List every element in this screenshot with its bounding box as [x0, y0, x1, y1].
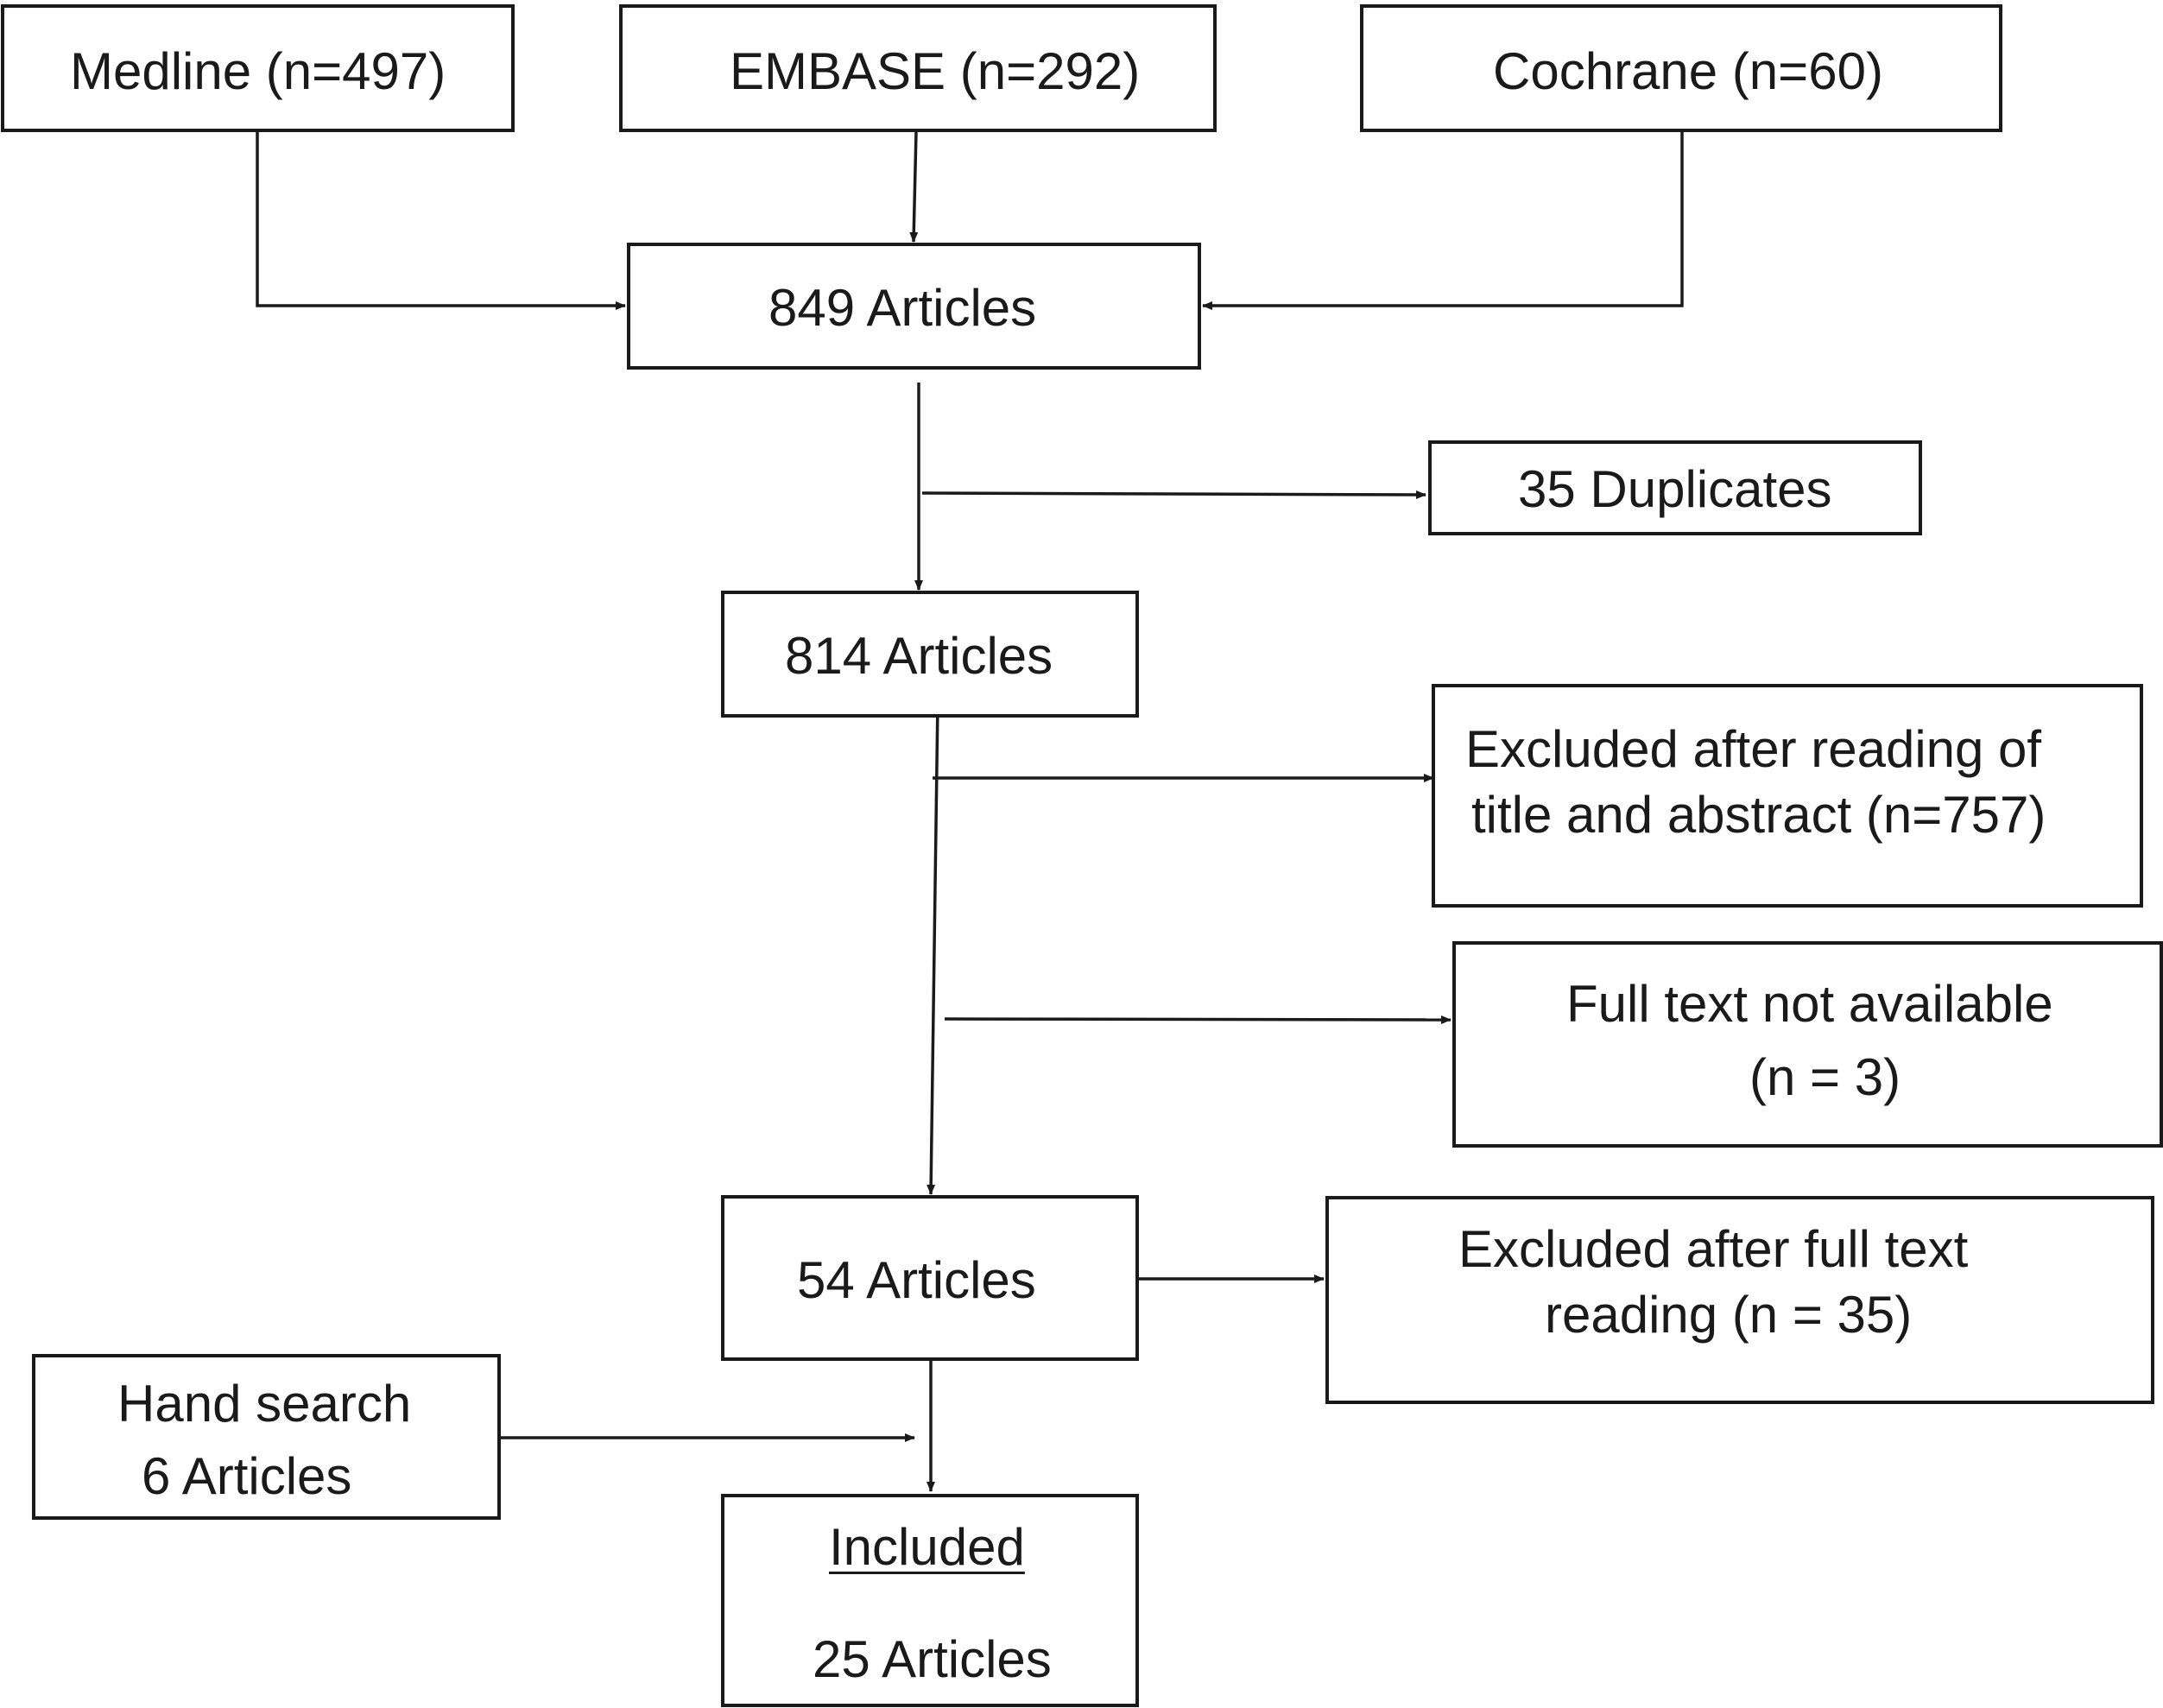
arrow-after-duplicates-to-full-text: [927, 701, 939, 1195]
arrow-to-full-text-not-available: [944, 1015, 1451, 1024]
full-text-not-available-line1: Full text not available: [1566, 975, 2053, 1033]
after-duplicates-label: 814 Articles: [785, 627, 1053, 685]
hand-search-box: Hand search 6 Articles: [32, 1354, 501, 1520]
after-duplicates-box: 814 Articles: [721, 591, 1139, 718]
arrow-embase-to-identified: [909, 130, 919, 243]
excluded-full-text-line1: Excluded after full text: [1458, 1220, 1969, 1278]
excluded-full-text-box: Excluded after full text reading (n = 35…: [1325, 1196, 2154, 1404]
hand-search-line1: Hand search: [117, 1375, 412, 1433]
identified-label: 849 Articles: [768, 279, 1037, 337]
included-count: 25 Articles: [813, 1630, 1052, 1688]
excluded-title-abstract-line2: title and abstract (n=757): [1471, 786, 2046, 844]
medline-label: Medline (n=497): [70, 42, 446, 100]
arrow-cochrane-to-identified: [1202, 131, 1684, 310]
identified-box: 849 Articles: [627, 243, 1201, 370]
included-box: Included 25 Articles: [721, 1494, 1139, 1707]
included-heading: Included: [829, 1518, 1025, 1576]
duplicates-box: 35 Duplicates: [1428, 440, 1922, 535]
full-text-not-available-box: Full text not available (n = 3): [1452, 941, 2163, 1148]
hand-search-line2: 6 Articles: [142, 1447, 352, 1505]
excluded-full-text-line2: reading (n = 35): [1545, 1286, 1913, 1344]
full-text-assessed-box: 54 Articles: [721, 1195, 1139, 1361]
arrow-to-duplicates: [921, 490, 1426, 499]
duplicates-label: 35 Duplicates: [1518, 460, 1832, 518]
arrow-medline-to-identified: [256, 131, 626, 310]
excluded-title-abstract-box: Excluded after reading of title and abst…: [1432, 684, 2143, 908]
medline-box: Medline (n=497): [1, 4, 515, 132]
embase-box: EMBASE (n=292): [619, 4, 1217, 132]
full-text-not-available-line2: (n = 3): [1749, 1048, 1901, 1106]
cochrane-box: Cochrane (n=60): [1360, 4, 2002, 132]
embase-label: EMBASE (n=292): [730, 42, 1141, 100]
excluded-title-abstract-line1: Excluded after reading of: [1465, 720, 2042, 778]
cochrane-label: Cochrane (n=60): [1493, 42, 1883, 100]
full-text-assessed-label: 54 Articles: [797, 1251, 1036, 1309]
